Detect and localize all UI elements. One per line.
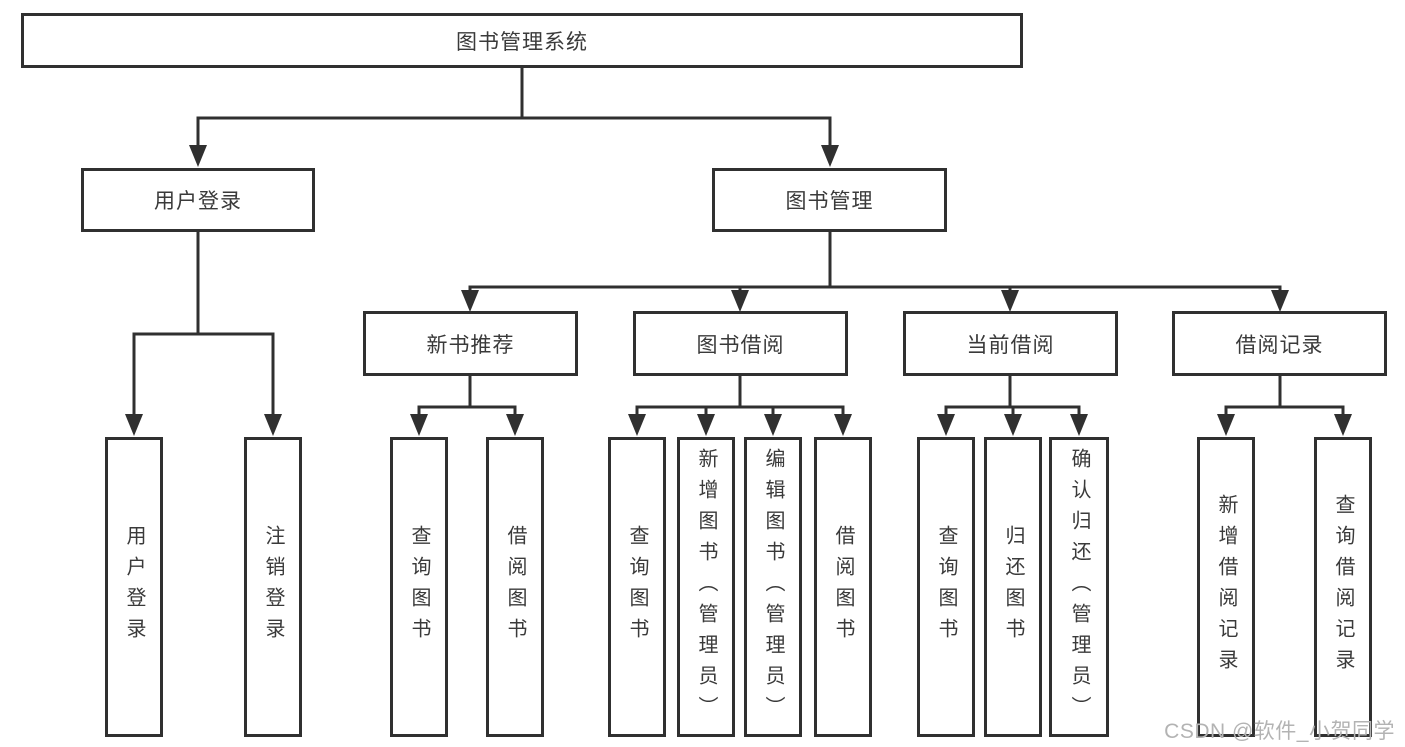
node-book-management: 图书管理 [712,168,947,232]
node-user-login-action: 用户登录 [105,437,163,737]
node-book-management-label: 图书管理 [785,190,874,213]
arrowhead [821,145,839,167]
node-edit-book-admin-label: 编辑图书（管理员） [762,447,784,727]
node-current-borrowing: 当前借阅 [903,311,1118,376]
arrowhead [1004,414,1022,436]
node-new-book-recommend-label: 新书推荐 [426,333,515,357]
arrowheads [125,145,1352,436]
node-query-books-current: 查询图书 [917,437,975,737]
node-user-login: 用户登录 [81,168,315,232]
node-query-books-recommend-label: 查询图书 [408,525,430,649]
node-logout-action-label: 注销登录 [262,525,284,649]
node-add-borrow-record-label: 新增借阅记录 [1215,494,1237,680]
node-user-login-action-label: 用户登录 [123,525,145,649]
arrowhead [731,290,749,312]
arrowhead [1271,290,1289,312]
node-user-login-label: 用户登录 [154,190,242,213]
node-add-borrow-record: 新增借阅记录 [1197,437,1255,737]
node-borrow-books-borrow: 借阅图书 [814,437,872,737]
csdn-watermark: CSDN @软件_小贺同学 [1164,720,1395,743]
arrowhead [628,414,646,436]
node-query-borrow-record: 查询借阅记录 [1314,437,1372,737]
arrowhead [410,414,428,436]
arrowhead [937,414,955,436]
arrowhead [125,414,143,436]
node-borrow-books-recommend: 借阅图书 [486,437,544,737]
node-query-books-recommend: 查询图书 [390,437,448,737]
arrowhead [506,414,524,436]
arrowhead [1217,414,1235,436]
node-borrowing-records-label: 借阅记录 [1235,333,1324,357]
node-edit-book-admin: 编辑图书（管理员） [744,437,802,737]
node-book-borrowing: 图书借阅 [633,311,848,376]
arrowhead [461,290,479,312]
arrowhead [1070,414,1088,436]
node-add-book-admin: 新增图书（管理员） [677,437,735,737]
node-query-books-current-label: 查询图书 [935,525,957,649]
arrowhead [697,414,715,436]
node-borrowing-records: 借阅记录 [1172,311,1387,376]
node-confirm-return-admin-label: 确认归还（管理员） [1068,447,1090,727]
node-borrow-books-borrow-label: 借阅图书 [832,525,854,649]
arrowhead [834,414,852,436]
arrowhead [764,414,782,436]
node-add-book-admin-label: 新增图书（管理员） [695,447,717,727]
node-root-label: 图书管理系统 [456,30,588,54]
node-query-books-borrow: 查询图书 [608,437,666,737]
arrowhead [189,145,207,167]
node-return-books: 归还图书 [984,437,1042,737]
node-query-borrow-record-label: 查询借阅记录 [1332,494,1354,680]
node-new-book-recommend: 新书推荐 [363,311,578,376]
arrowhead [264,414,282,436]
node-borrow-books-recommend-label: 借阅图书 [504,525,526,649]
arrowhead [1334,414,1352,436]
node-current-borrowing-label: 当前借阅 [966,333,1055,357]
node-query-books-borrow-label: 查询图书 [626,525,648,649]
node-confirm-return-admin: 确认归还（管理员） [1049,437,1109,737]
node-logout-action: 注销登录 [244,437,302,737]
node-root: 图书管理系统 [21,13,1023,68]
arrowhead [1001,290,1019,312]
node-return-books-label: 归还图书 [1002,525,1024,649]
node-book-borrowing-label: 图书借阅 [696,333,785,357]
